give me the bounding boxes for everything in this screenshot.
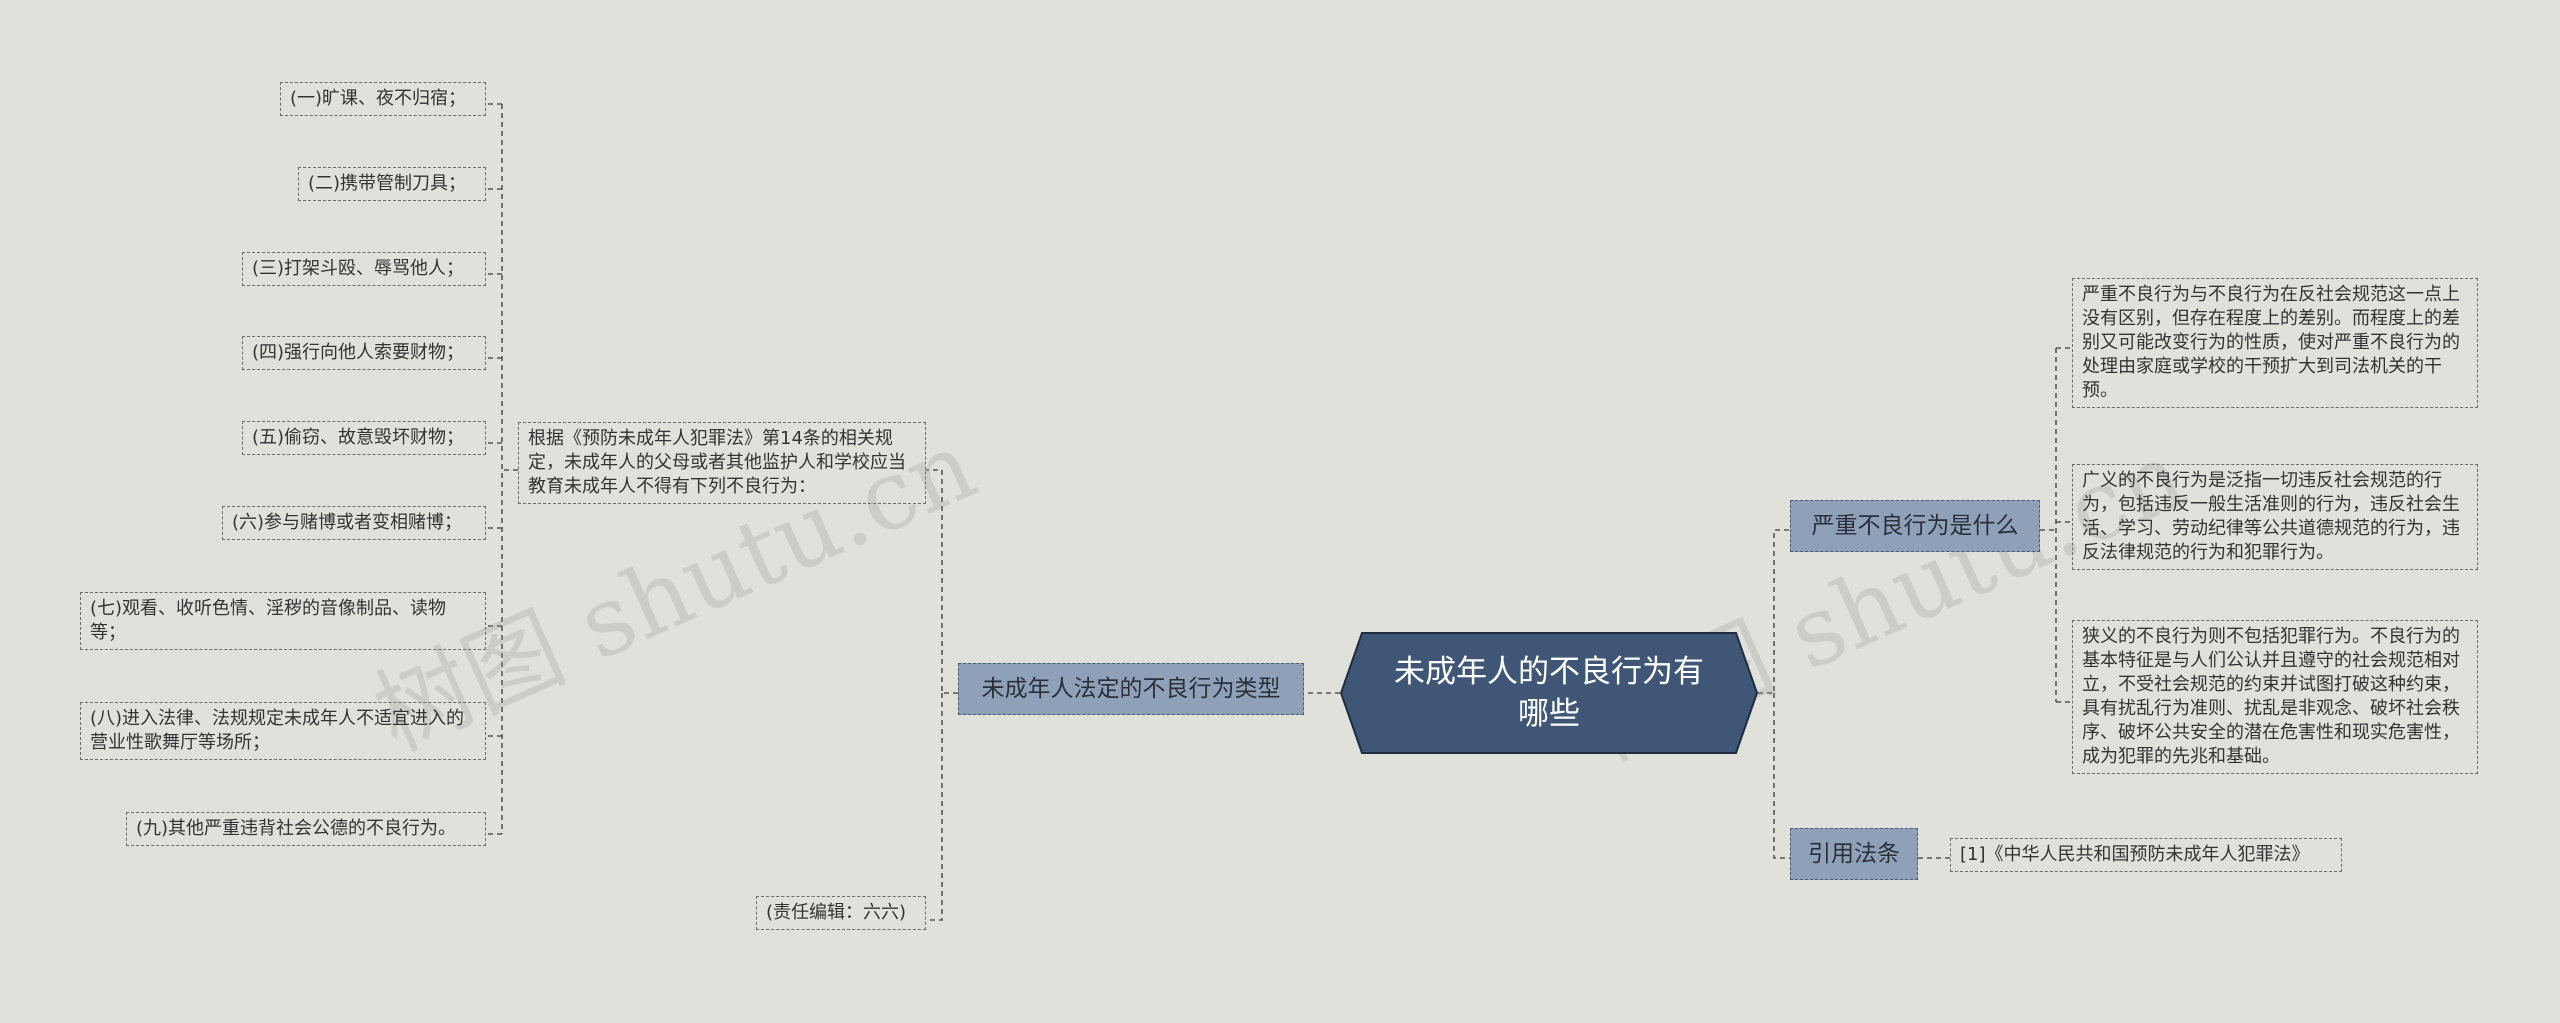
center-topic[interactable]: 未成年人的不良行为有哪些 xyxy=(1340,632,1758,754)
serious-paragraph-1[interactable]: 严重不良行为与不良行为在反社会规范这一点上没有区别，但存在程度上的差别。而程度上… xyxy=(2072,278,2478,408)
center-topic-shape xyxy=(1340,632,1758,754)
serious-paragraph-2[interactable]: 广义的不良行为是泛指一切违反社会规范的行为，包括违反一般生活准则的行为，违反社会… xyxy=(2072,464,2478,570)
behavior-item-3[interactable]: (三)打架斗殴、辱骂他人； xyxy=(242,252,486,286)
branch-cited-law[interactable]: 引用法条 xyxy=(1790,828,1918,880)
behavior-item-9[interactable]: (九)其他严重违背社会公德的不良行为。 xyxy=(126,812,486,846)
law-reference[interactable]: [1]《中华人民共和国预防未成年人犯罪法》 xyxy=(1950,838,2342,872)
behavior-item-2[interactable]: (二)携带管制刀具； xyxy=(298,167,486,201)
behavior-item-4[interactable]: (四)强行向他人索要财物； xyxy=(242,336,486,370)
behavior-item-6[interactable]: (六)参与赌博或者变相赌博； xyxy=(222,506,486,540)
serious-paragraph-3[interactable]: 狭义的不良行为则不包括犯罪行为。不良行为的基本特征是与人们公认并且遵守的社会规范… xyxy=(2072,620,2478,774)
intro-text-node[interactable]: 根据《预防未成年人犯罪法》第14条的相关规定，未成年人的父母或者其他监护人和学校… xyxy=(518,422,926,504)
center-topic-title: 未成年人的不良行为有哪些 xyxy=(1394,654,1704,732)
behavior-item-1[interactable]: (一)旷课、夜不归宿； xyxy=(280,82,486,116)
behavior-item-8[interactable]: (八)进入法律、法规规定未成年人不适宜进入的营业性歌舞厅等场所； xyxy=(80,702,486,760)
behavior-item-7[interactable]: (七)观看、收听色情、淫秽的音像制品、读物等； xyxy=(80,592,486,650)
behavior-item-5[interactable]: (五)偷窃、故意毁坏财物； xyxy=(242,421,486,455)
editor-node[interactable]: (责任编辑：六六) xyxy=(756,896,926,930)
branch-serious-behavior[interactable]: 严重不良行为是什么 xyxy=(1790,500,2040,552)
branch-legal-behavior-types[interactable]: 未成年人法定的不良行为类型 xyxy=(958,663,1304,715)
